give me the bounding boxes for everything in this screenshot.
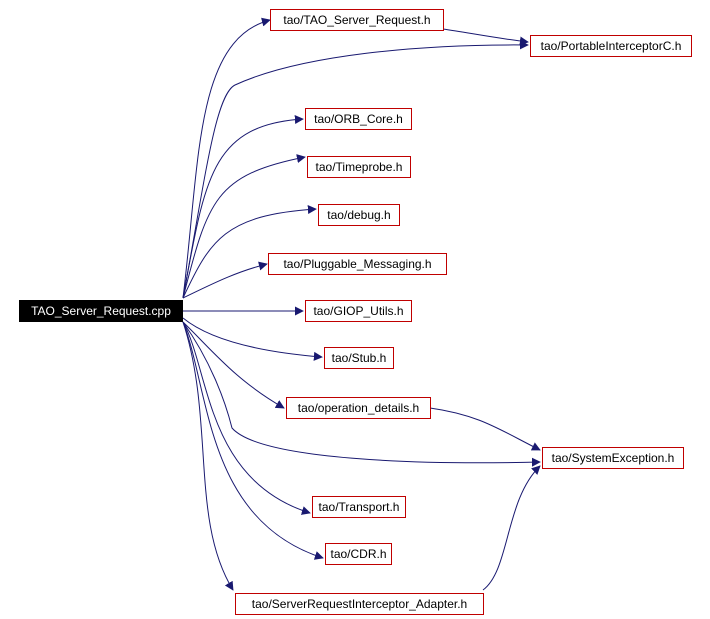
edge-root-to-orb-core-h [182,115,304,299]
edge-operation-details-h-to-system-exception-h [429,407,541,451]
node-stub-h[interactable]: tao/Stub.h [324,347,394,369]
edge-root-to-debug-h [182,205,317,299]
edge-root-to-stub-h [182,317,323,361]
node-tao-server-request-h[interactable]: tao/TAO_Server_Request.h [270,9,444,31]
edge-root-to-system-exception-h [182,321,541,467]
node-timeprobe-h[interactable]: tao/Timeprobe.h [307,156,411,178]
node-cdr-h[interactable]: tao/CDR.h [325,543,392,565]
node-orb-core-h[interactable]: tao/ORB_Core.h [305,108,412,130]
edge-root-to-tao-server-request-h [182,17,271,299]
edge-root-to-portable-interceptor-c-h [182,40,529,299]
edge-root-to-transport-h [182,321,311,515]
node-debug-h[interactable]: tao/debug.h [318,204,400,226]
edge-root-to-server-request-interceptor-adapter-h [182,321,234,591]
node-portable-interceptor-c-h[interactable]: tao/PortableInterceptorC.h [530,35,692,57]
edge-root-to-operation-details-h [182,321,285,409]
edge-root-to-timeprobe-h [182,154,306,299]
node-transport-h[interactable]: tao/Transport.h [312,496,406,518]
node-server-request-interceptor-adapter-h[interactable]: tao/ServerRequestInterceptor_Adapter.h [235,593,484,615]
root-node-tao-server-request-cpp: TAO_Server_Request.cpp [19,300,183,322]
node-operation-details-h[interactable]: tao/operation_details.h [286,397,431,419]
node-system-exception-h[interactable]: tao/SystemException.h [542,447,684,469]
edge-tao-server-request-h-to-portable-interceptor-c-h [442,28,529,46]
edge-root-to-cdr-h [182,321,324,560]
edge-server-request-interceptor-adapter-h-to-system-exception-h [482,465,541,591]
edge-root-to-pluggable-messaging-h [182,261,268,299]
node-pluggable-messaging-h[interactable]: tao/Pluggable_Messaging.h [268,253,447,275]
node-giop-utils-h[interactable]: tao/GIOP_Utils.h [305,300,412,322]
